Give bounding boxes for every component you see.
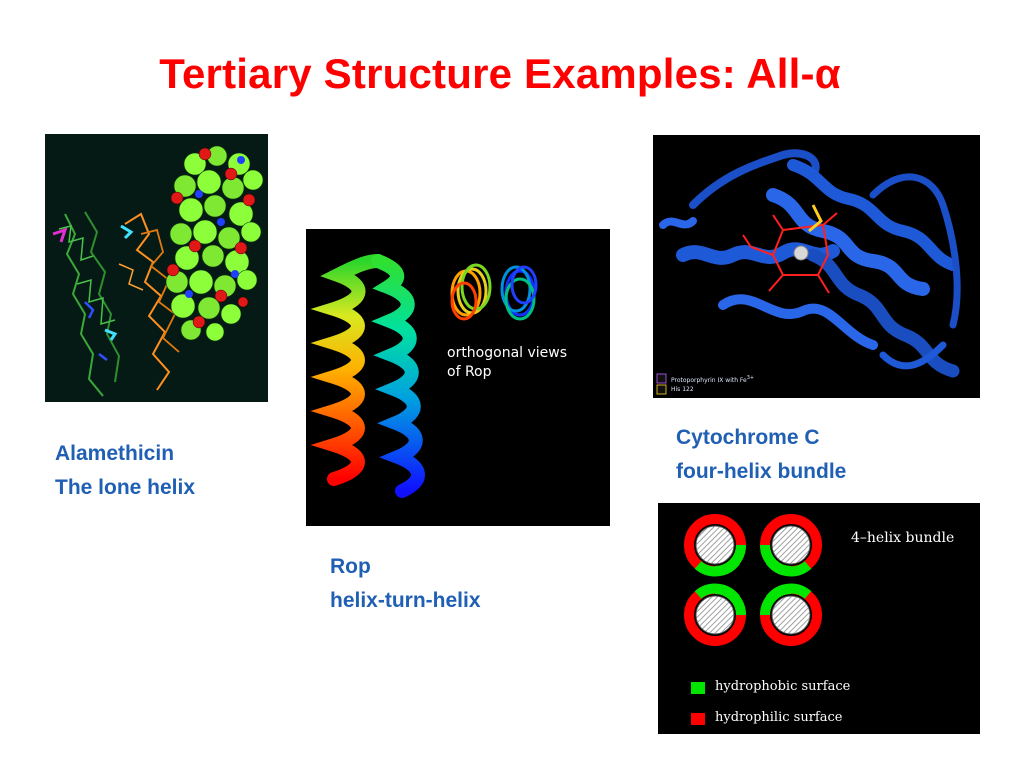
cytochrome-ribbon-graphic <box>656 149 961 395</box>
slide-title: Tertiary Structure Examples: All-α <box>159 50 841 97</box>
rop-caption-name: Rop <box>330 555 371 578</box>
cytochrome-caption-desc: four-helix bundle <box>676 460 847 483</box>
rop-overlay-label: orthogonal views of Rop <box>447 344 567 382</box>
hydrophobic-legend-label: hydrophobic surface <box>715 679 851 694</box>
cytochrome-legend-heme-text: Protoporphyrin IX with Fe <box>671 377 747 384</box>
cytochrome-legend-heme-sup: 3+ <box>746 375 755 381</box>
bundle-helix-3 <box>684 583 746 646</box>
cytochrome-caption: Cytochrome C four-helix bundle <box>676 421 846 489</box>
cytochrome-legend-heme: Protoporphyrin IX with Fe3+ <box>671 375 754 384</box>
rop-overlay-line2: of Rop <box>447 364 492 380</box>
bundle-helix-2 <box>760 514 822 577</box>
hydrophilic-legend-label: hydrophilic surface <box>715 710 843 725</box>
cytochrome-caption-name: Cytochrome C <box>676 426 820 449</box>
hydrophilic-swatch <box>691 713 705 725</box>
cytochrome-image: Protoporphyrin IX with Fe3+ His 122 <box>653 135 980 398</box>
bundle-helix-4 <box>760 583 822 646</box>
alamethicin-caption-name: Alamethicin <box>55 442 175 465</box>
alamethicin-image <box>45 134 268 402</box>
rop-caption-desc: helix-turn-helix <box>330 589 481 612</box>
rop-caption: Rop helix-turn-helix <box>330 550 481 618</box>
alamethicin-caption: Alamethicin The lone helix <box>55 437 195 505</box>
alamethicin-caption-desc: The lone helix <box>55 476 196 499</box>
cytochrome-legend-his: His 122 <box>671 386 694 393</box>
rop-helix-graphic <box>310 254 538 498</box>
helix-bundle-diagram: 4–helix bundle hydrophobic surface hydro… <box>658 503 980 734</box>
helix-bundle-graphic <box>684 514 822 646</box>
bundle-label: 4–helix bundle <box>851 530 955 546</box>
bundle-helix-1 <box>684 514 746 577</box>
hydrophobic-swatch <box>691 682 705 694</box>
alamethicin-molecule-graphic <box>52 145 264 397</box>
rop-overlay-line1: orthogonal views <box>447 345 568 361</box>
rop-image: orthogonal views of Rop <box>306 229 610 526</box>
